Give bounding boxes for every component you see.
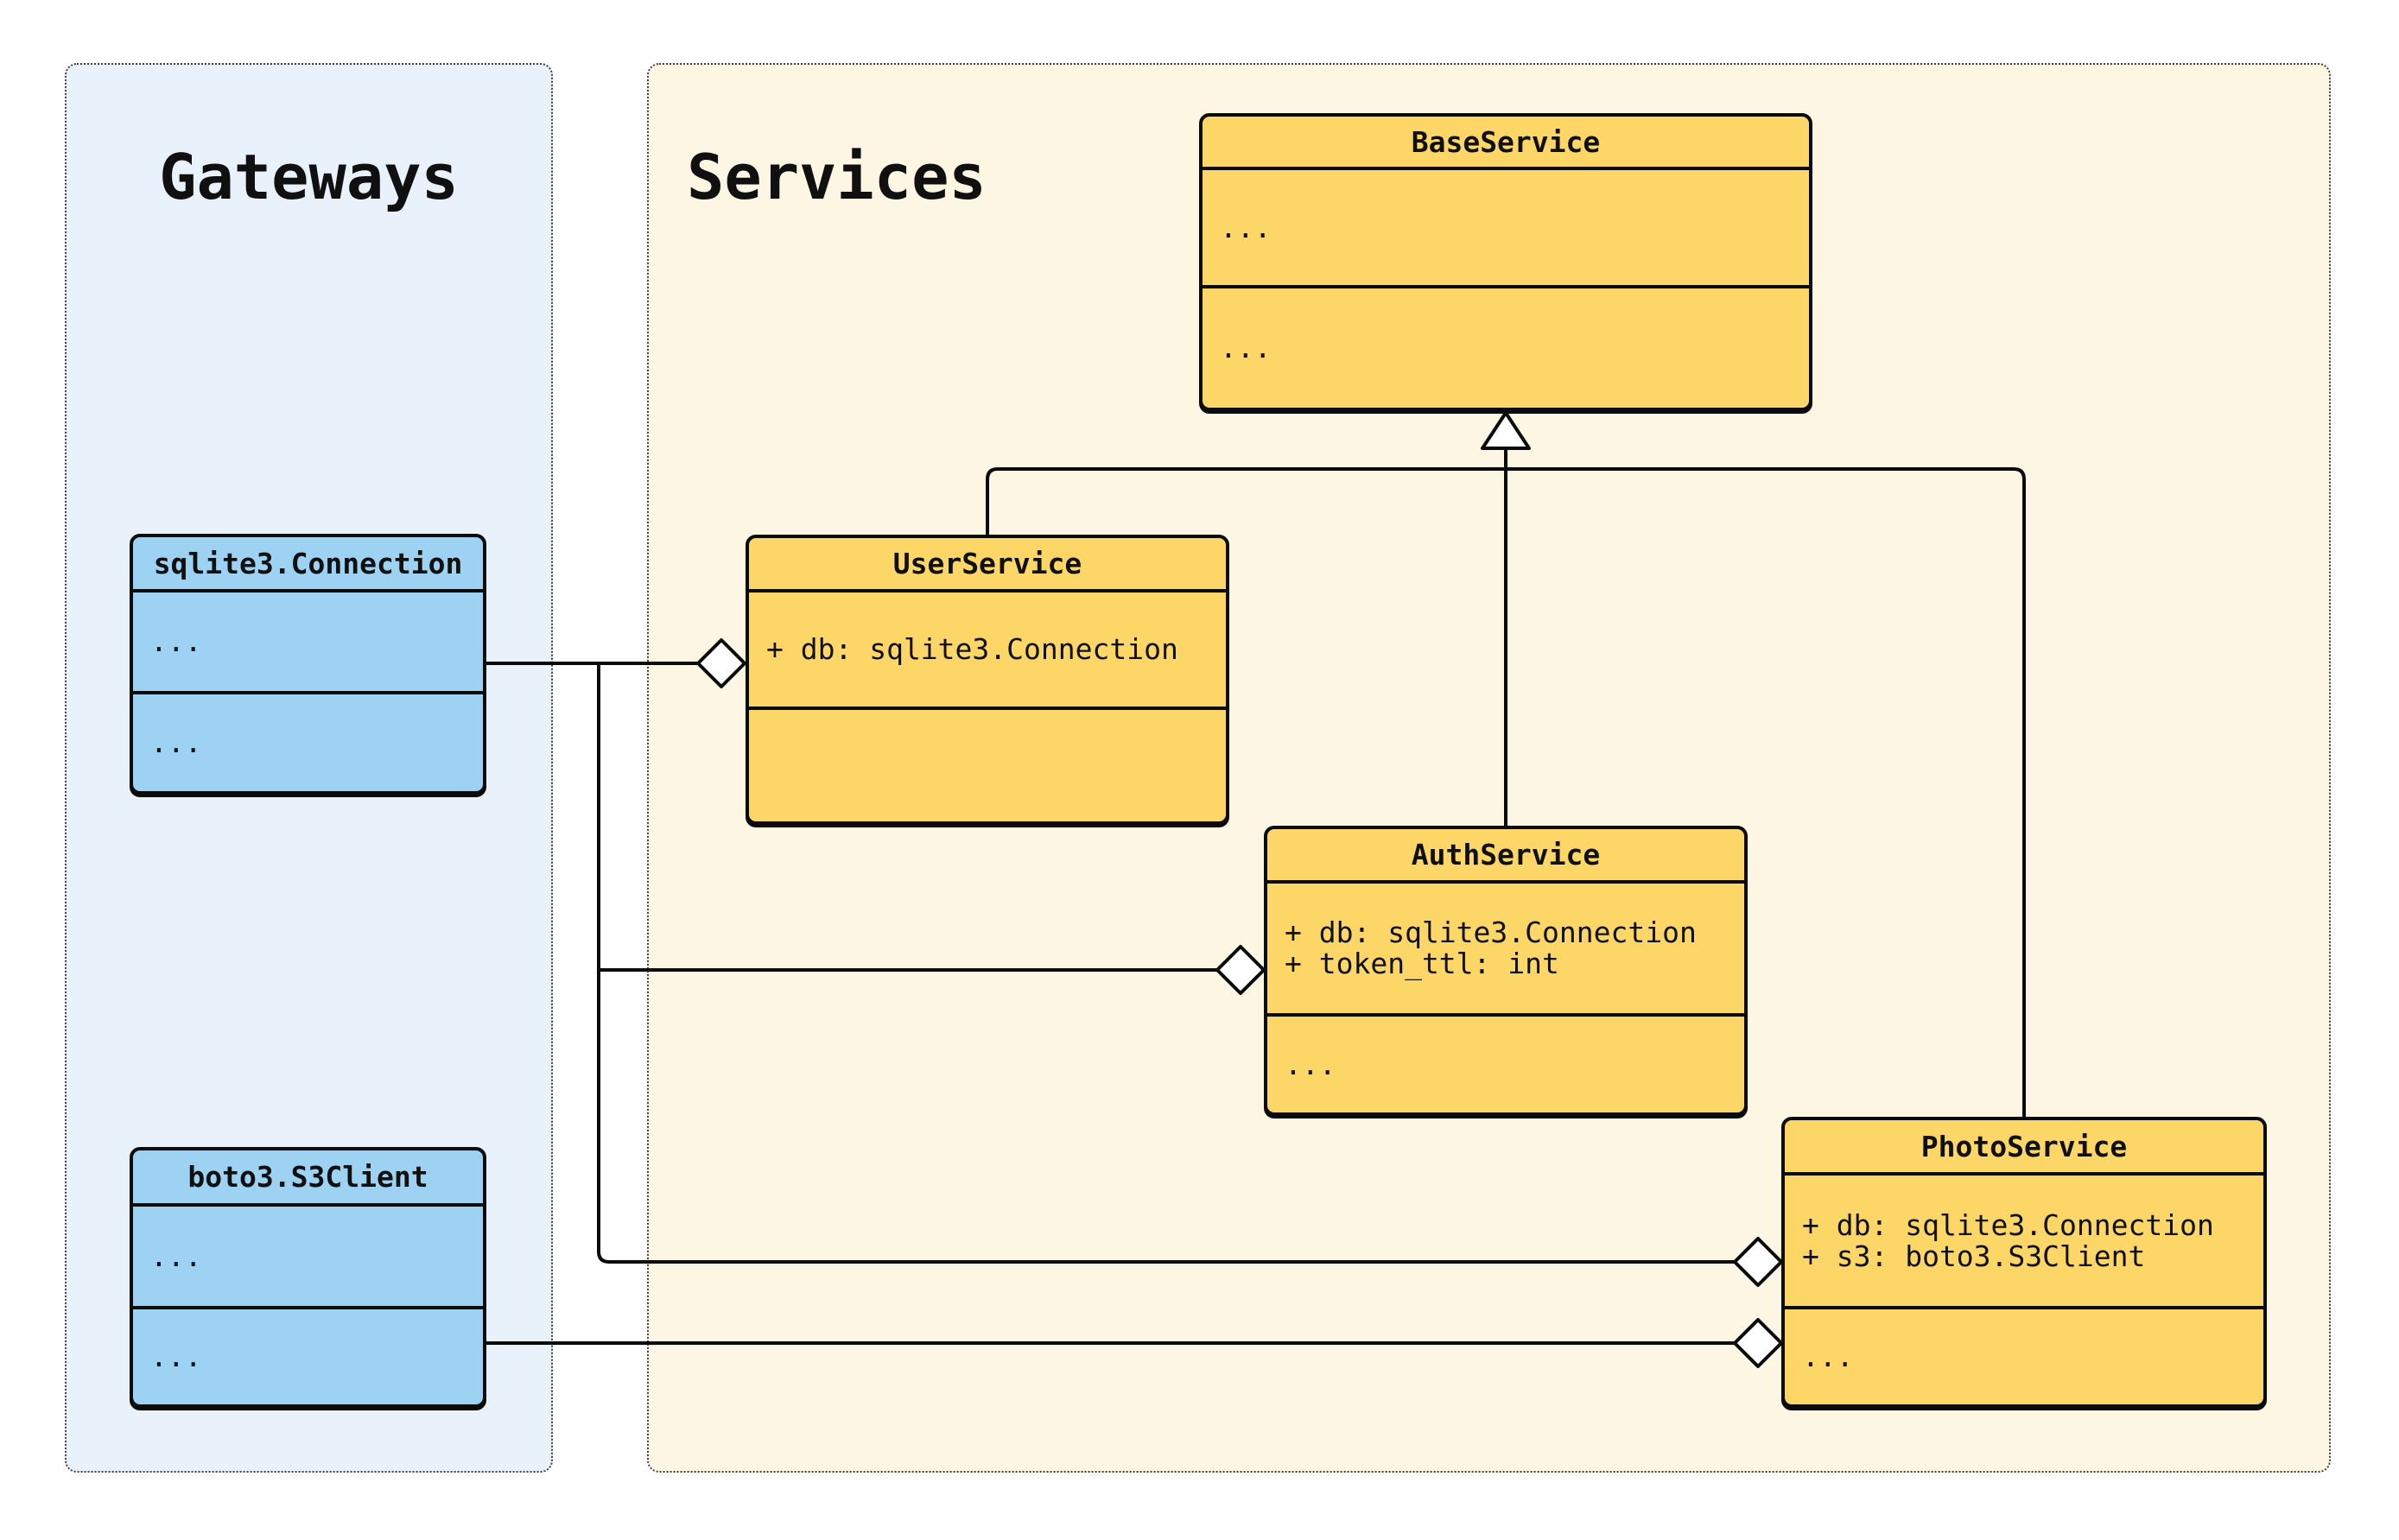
attribute-row: + db: sqlite3.Connection <box>1285 916 1697 949</box>
methods-section: ... <box>1267 1017 1744 1112</box>
aggregation-diamond-auth-service <box>1215 945 1266 995</box>
methods-section: ... <box>133 1309 483 1404</box>
attributes-section: ... <box>133 593 483 694</box>
attributes-section: ... <box>1203 170 1809 288</box>
class-title: UserService <box>749 538 1226 593</box>
attributes-section: + db: sqlite3.Connection + token_ttl: in… <box>1267 884 1744 1017</box>
attribute-row: + db: sqlite3.Connection <box>1802 1207 2214 1242</box>
methods-section <box>749 710 1226 821</box>
class-title: PhotoService <box>1785 1120 2263 1176</box>
class-title: AuthService <box>1267 829 1744 884</box>
edge-aggregation-sqlite-photo <box>597 663 1735 1264</box>
aggregation-diamond-photo-service-db <box>1733 1237 1783 1287</box>
method-row: ... <box>1220 331 1272 364</box>
class-box-base-service: BaseService ... ... <box>1199 113 1812 411</box>
method-row: ... <box>1802 1340 1854 1373</box>
attribute-row: + s3: boto3.S3Client <box>1802 1239 2146 1273</box>
class-box-boto3-s3client: boto3.S3Client ... ... <box>130 1147 486 1408</box>
attribute-row: ... <box>1220 210 1272 244</box>
methods-section: ... <box>1785 1309 2263 1404</box>
attributes-section: ... <box>133 1207 483 1309</box>
class-title: boto3.S3Client <box>133 1150 483 1207</box>
class-title: BaseService <box>1203 117 1809 170</box>
class-box-auth-service: AuthService + db: sqlite3.Connection + t… <box>1264 826 1748 1116</box>
attributes-section: + db: sqlite3.Connection + s3: boto3.S3C… <box>1785 1176 2263 1309</box>
class-box-photo-service: PhotoService + db: sqlite3.Connection + … <box>1781 1117 2267 1408</box>
method-row: ... <box>150 1340 202 1373</box>
attribute-row: + db: sqlite3.Connection <box>766 632 1178 666</box>
attributes-section: + db: sqlite3.Connection <box>749 593 1226 710</box>
class-box-sqlite3-connection: sqlite3.Connection ... ... <box>130 534 486 795</box>
class-box-user-service: UserService + db: sqlite3.Connection <box>746 535 1229 825</box>
method-row: ... <box>150 726 202 759</box>
attribute-row: + token_ttl: int <box>1285 947 1559 980</box>
group-gateways-label: Gateways <box>159 141 459 213</box>
class-title: sqlite3.Connection <box>133 537 483 593</box>
methods-section: ... <box>1203 288 1809 408</box>
attribute-row: ... <box>150 1239 202 1273</box>
aggregation-diamond-photo-service-s3 <box>1733 1318 1783 1368</box>
group-services-label: Services <box>687 141 987 213</box>
attribute-row: ... <box>150 624 202 658</box>
method-row: ... <box>1285 1047 1336 1081</box>
inheritance-triangle-marker <box>1481 411 1531 450</box>
aggregation-diamond-user-service <box>696 638 746 688</box>
methods-section: ... <box>133 694 483 791</box>
